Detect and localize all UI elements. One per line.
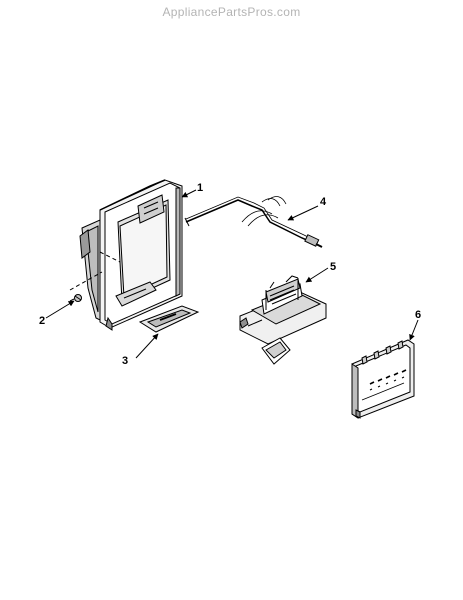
part-2-screw — [69, 294, 82, 302]
callout-2: 2 — [39, 315, 46, 327]
part-5-dispenser-module — [239, 275, 327, 365]
part-3-drip-tray — [138, 305, 200, 333]
leader-4 — [287, 205, 319, 221]
callout-4: 4 — [320, 196, 327, 208]
leader-5 — [305, 267, 329, 283]
callout-3: 3 — [122, 355, 129, 367]
site-watermark: AppliancePartsPros.com — [162, 5, 301, 19]
leader-3 — [135, 333, 159, 359]
callout-1: 1 — [197, 182, 204, 194]
part-1-dispenser-housing — [69, 179, 183, 331]
leader-1 — [181, 189, 197, 198]
leader-2 — [45, 300, 75, 319]
leader-lines — [45, 189, 419, 359]
callout-5: 5 — [330, 261, 337, 273]
part-4-water-tube — [184, 196, 323, 248]
callout-6: 6 — [415, 309, 422, 321]
leader-6 — [409, 319, 419, 341]
part-6-control-panel — [351, 339, 415, 419]
